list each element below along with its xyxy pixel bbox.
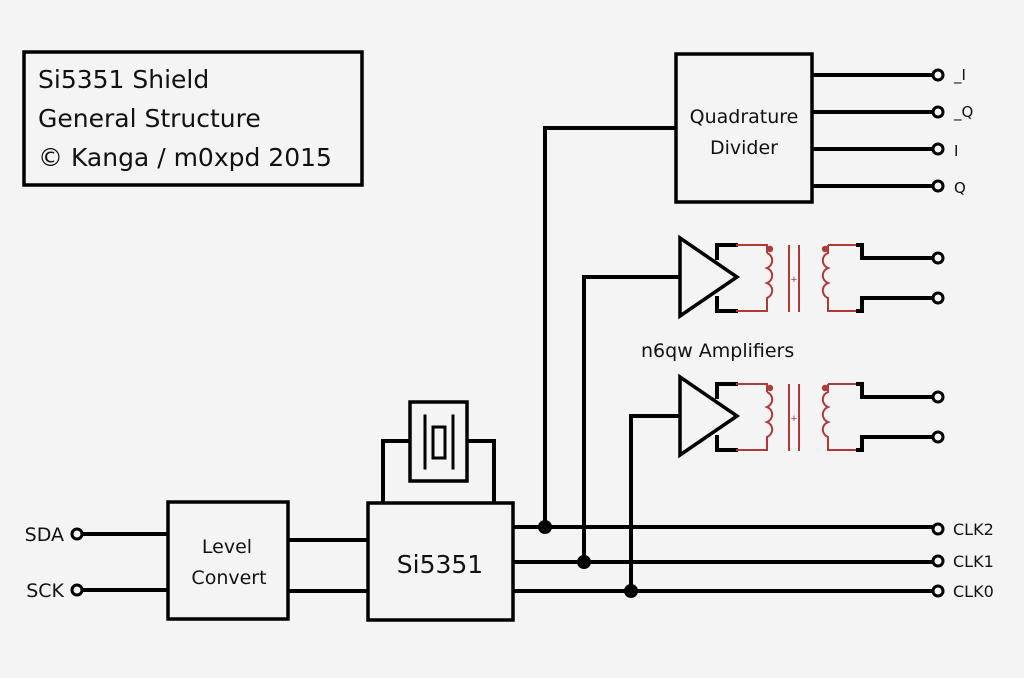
crystal-leads <box>381 439 496 505</box>
title-line-1: Si5351 Shield <box>38 65 209 94</box>
title-frame <box>22 50 364 187</box>
quad-divider-frame <box>674 52 814 204</box>
label-clk1: CLK1 <box>953 552 994 571</box>
junction-clk2 <box>538 520 552 534</box>
wire-clk1-to-amp-top <box>582 275 682 564</box>
title-block: Si5351 Shield General Structure © Kanga … <box>22 50 364 187</box>
si5351-label: Si5351 <box>397 550 483 579</box>
crystal <box>381 400 496 505</box>
crystal-plates <box>423 414 455 470</box>
terminal-i[interactable] <box>931 142 945 156</box>
amplifiers-label: n6qw Amplifiers <box>641 340 794 362</box>
quad-divider-label-1: Quadrature <box>690 106 799 128</box>
si5351-block: Si5351 <box>366 501 515 622</box>
terminal-amp-bottom-2[interactable] <box>931 430 945 444</box>
amp-top-out-lower <box>715 296 738 313</box>
input-terminals: SDA SCK <box>25 524 84 602</box>
quad-output-wires <box>809 73 936 188</box>
terminal-sck[interactable] <box>70 583 84 597</box>
junction-clk1 <box>577 555 591 569</box>
label-sda: SDA <box>25 524 64 546</box>
level-convert-frame <box>166 500 290 621</box>
wire-clk2-to-quad-divider <box>543 126 678 529</box>
quad-divider-label-2: Divider <box>710 137 778 159</box>
title-line-2: General Structure <box>38 104 261 133</box>
terminal-amp-top-1[interactable] <box>931 251 945 265</box>
si5351-frame <box>366 501 515 622</box>
crystal-element <box>431 425 447 460</box>
amp-output-terminals <box>931 251 945 444</box>
clock-terminals: CLK2 CLK1 CLK0 <box>931 520 994 601</box>
terminal-_q[interactable] <box>931 105 945 119</box>
level-convert-block: Level Convert <box>166 500 290 621</box>
title-line-3: © Kanga / m0xpd 2015 <box>38 143 332 172</box>
label-clk2: CLK2 <box>953 520 994 539</box>
label-q: Q <box>954 179 966 197</box>
amplifier-bottom: + <box>678 373 936 459</box>
terminal-clk1[interactable] <box>931 554 945 568</box>
terminal-amp-top-2[interactable] <box>931 291 945 305</box>
amp-bottom-out-upper <box>715 382 738 399</box>
terminal-clk0[interactable] <box>931 584 945 598</box>
quadrature-divider-block: Quadrature Divider <box>674 52 936 204</box>
amp-top-triangle <box>678 234 741 320</box>
terminal-_i[interactable] <box>931 68 945 82</box>
amp-top-out-wire-2 <box>856 296 936 313</box>
label-i: I <box>954 142 958 160</box>
label-clk0: CLK0 <box>953 582 994 601</box>
amp-bottom-out-lower <box>715 435 738 452</box>
transformer-top <box>736 244 858 312</box>
terminal-clk2[interactable] <box>931 522 945 536</box>
quad-output-terminals: _I _Q I Q <box>931 66 973 197</box>
level-convert-label-1: Level <box>202 536 252 558</box>
transformer-top-polarity: + <box>791 274 797 286</box>
label-sck: SCK <box>26 580 64 602</box>
amp-bottom-out-wire-1 <box>856 382 936 399</box>
amp-top-out-wire-1 <box>856 243 936 260</box>
amp-bottom-triangle <box>678 373 741 459</box>
label-_q: _Q <box>953 103 973 122</box>
junction-clk0 <box>624 584 638 598</box>
wire-clk0-to-amp-bottom <box>629 414 682 593</box>
amplifier-top: + <box>678 234 936 320</box>
level-convert-label-2: Convert <box>191 567 266 589</box>
label-_i: _I <box>953 66 966 85</box>
amp-top-out-upper <box>715 243 738 260</box>
transformer-bottom-polarity: + <box>791 413 797 425</box>
amp-bottom-out-wire-2 <box>856 435 936 452</box>
terminal-q[interactable] <box>931 179 945 193</box>
transformer-bottom <box>736 383 858 451</box>
terminal-sda[interactable] <box>70 527 84 541</box>
terminal-amp-bottom-1[interactable] <box>931 390 945 404</box>
